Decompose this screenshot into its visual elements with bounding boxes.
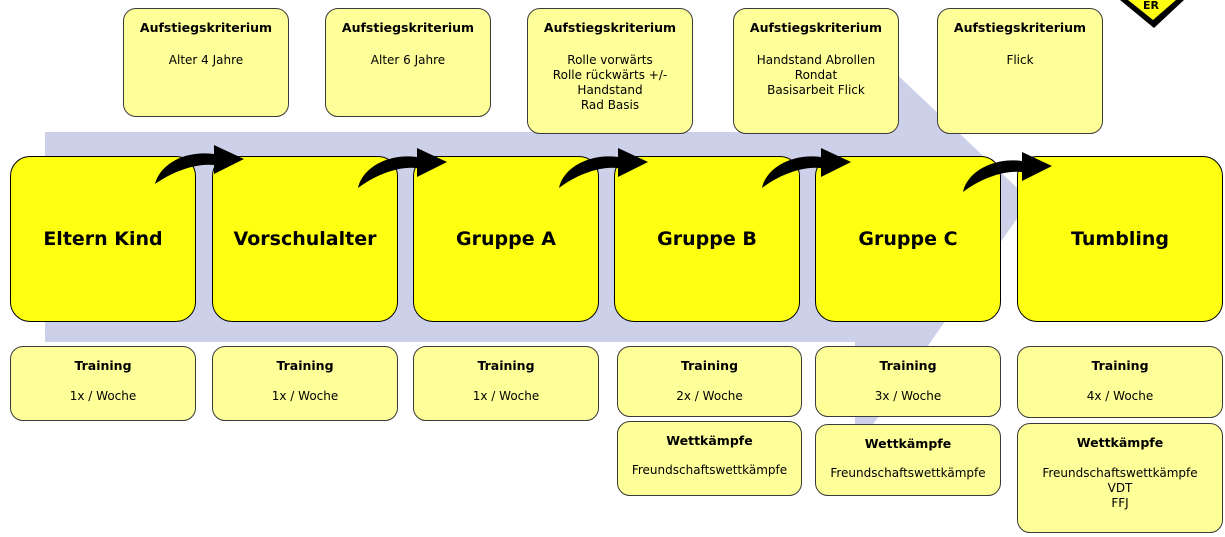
training-text: 1x / Woche: [472, 389, 540, 403]
criterion-title: Aufstiegskriterium: [749, 20, 883, 35]
competition-box-gruppe-b: Wettkämpfe Freundschaftswettkämpfe: [617, 421, 802, 496]
curved-arrow-icon: [559, 148, 648, 188]
curved-arrow-icon: [155, 145, 244, 184]
logo-text: ER: [1143, 0, 1160, 12]
criterion-text: Alter 6 Jahre: [370, 53, 446, 67]
training-text: 1x / Woche: [69, 389, 137, 403]
criterion-title: Aufstiegskriterium: [341, 20, 475, 35]
training-box-gruppe-b: Training 2x / Woche: [617, 346, 802, 417]
competition-text: Freundschaftswettkämpfe: [830, 466, 986, 480]
stage-box-vorschulalter: Vorschulalter: [212, 156, 398, 322]
criterion-box-gruppe-a: Aufstiegskriterium Rolle vorwärts Rolle …: [527, 8, 693, 134]
curved-arrow-icon: [358, 148, 447, 188]
stage-label: Gruppe B: [657, 228, 757, 250]
competition-box-tumbling: Wettkämpfe Freundschaftswettkämpfe VDT F…: [1017, 423, 1223, 533]
training-box-gruppe-a: Training 1x / Woche: [413, 346, 599, 421]
stage-label: Tumbling: [1071, 228, 1169, 250]
stage-box-eltern-kind: Eltern Kind: [10, 156, 196, 322]
training-box-eltern-kind: Training 1x / Woche: [10, 346, 196, 421]
training-title: Training: [879, 358, 937, 373]
club-logo-icon: ER: [1120, 0, 1184, 28]
stage-box-tumbling: Tumbling: [1017, 156, 1223, 322]
training-text: 2x / Woche: [676, 389, 743, 403]
training-box-gruppe-c: Training 3x / Woche: [815, 346, 1001, 417]
criterion-text: Alter 4 Jahre: [168, 53, 244, 67]
training-text: 3x / Woche: [874, 389, 942, 403]
criterion-box-gruppe-b: Aufstiegskriterium Handstand Abrollen Ro…: [733, 8, 899, 134]
competition-title: Wettkämpfe: [1076, 435, 1164, 450]
criterion-box-gruppe-c: Aufstiegskriterium Flick: [937, 8, 1103, 134]
criterion-box-eltern-kind: Aufstiegskriterium Alter 4 Jahre: [123, 8, 289, 117]
criterion-box-vorschulalter: Aufstiegskriterium Alter 6 Jahre: [325, 8, 491, 117]
competition-box-gruppe-c: Wettkämpfe Freundschaftswettkämpfe: [815, 424, 1001, 496]
stage-label: Gruppe A: [456, 228, 556, 250]
criterion-title: Aufstiegskriterium: [953, 20, 1087, 35]
training-text: 4x / Woche: [1086, 389, 1154, 403]
curved-arrow-icon: [762, 148, 851, 188]
training-title: Training: [276, 358, 334, 373]
stage-label: Vorschulalter: [233, 228, 377, 250]
stage-label: Eltern Kind: [43, 228, 163, 250]
criterion-title: Aufstiegskriterium: [543, 20, 677, 35]
training-title: Training: [1091, 358, 1149, 373]
criterion-text: Flick: [1006, 53, 1034, 67]
competition-title: Wettkämpfe: [864, 436, 952, 451]
training-box-tumbling: Training 4x / Woche: [1017, 346, 1223, 418]
competition-title: Wettkämpfe: [666, 433, 753, 448]
training-text: 1x / Woche: [271, 389, 339, 403]
curved-arrow-icon: [963, 152, 1052, 192]
competition-text: Freundschaftswettkämpfe: [631, 463, 788, 477]
training-title: Training: [680, 358, 739, 373]
training-title: Training: [74, 358, 132, 373]
training-title: Training: [477, 358, 535, 373]
stage-label: Gruppe C: [858, 228, 958, 250]
competition-text: Freundschaftswettkämpfe VDT FFJ: [1042, 466, 1198, 510]
stage-box-gruppe-b: Gruppe B: [614, 156, 800, 322]
criterion-text: Rolle vorwärts Rolle rückwärts +/- Hands…: [552, 53, 668, 112]
stage-box-gruppe-a: Gruppe A: [413, 156, 599, 322]
training-box-vorschulalter: Training 1x / Woche: [212, 346, 398, 421]
criterion-text: Handstand Abrollen Rondat Basisarbeit Fl…: [756, 53, 876, 97]
criterion-title: Aufstiegskriterium: [139, 20, 273, 35]
